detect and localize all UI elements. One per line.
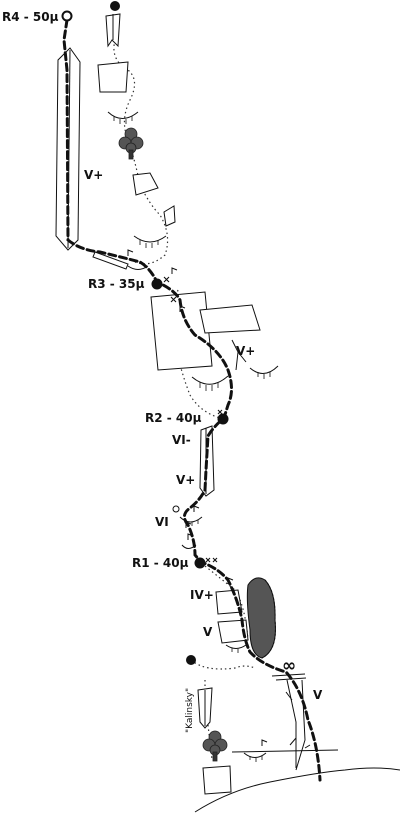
roof-5 [249,365,279,374]
grade-pitch2-upper: V+ [176,473,195,487]
bolt-markers [163,276,223,563]
slab-mid-large [150,291,213,371]
roof-2 [133,235,167,243]
slab-upper-1 [97,61,129,93]
boulder [246,577,276,659]
grade-start-mid: V [203,625,213,639]
grade-start-left: IV+ [190,588,214,602]
label-r4: R4 - 50µ [2,10,59,24]
start-block-1 [215,589,243,615]
r4-anchor-open-icon [61,10,73,22]
right-flake-crack [231,339,247,371]
r2-anchor-icon [217,413,229,425]
right-crack-2 [295,679,306,771]
kalinsky-start-dot-icon [186,655,196,665]
tree-upper-icon [118,127,144,160]
right-crack-1 [286,679,297,768]
grade-pitch2-crux: VI- [172,433,191,447]
slab-upper-2 [132,172,159,196]
infinity-symbol: ∞ [282,656,296,676]
grade-right-dihedral: V+ [236,344,255,358]
terrace-line [231,749,339,753]
approach-path-mid [171,289,221,419]
tree-lower-icon [202,730,228,762]
label-r1: R1 - 40µ [132,556,189,570]
extra-gear-icon [172,505,180,513]
grade-start-right: V [313,688,323,702]
label-r3: R3 - 35µ [88,277,145,291]
roof-4 [191,375,229,385]
route-line [62,18,322,782]
roof-1 [107,111,139,119]
slab-mid-right [199,304,261,334]
roof-hatching [113,116,271,762]
grade-pitch1-crux: VI [155,515,169,529]
roof-6 [179,516,203,523]
piton-markers [127,249,268,746]
ledge-r3 [92,251,129,270]
slab-upper-3 [163,205,176,227]
grade-upper-dihedral: V+ [84,168,103,182]
start-block-2 [217,619,249,644]
roof-8 [225,644,247,649]
approach-path-bottom [190,659,256,670]
route-name-kalinsky: "Kalinsky" [185,688,195,733]
label-r2: R2 - 40µ [145,411,202,425]
ground-line [194,767,400,813]
slab-bottom [202,765,232,795]
r1-anchor-icon [194,557,206,569]
r3-anchor-icon [151,278,163,290]
approach-path-top [113,39,169,265]
roof-9 [243,752,267,758]
right-crack-fork [285,691,311,749]
top-start-dot-icon [110,1,120,11]
